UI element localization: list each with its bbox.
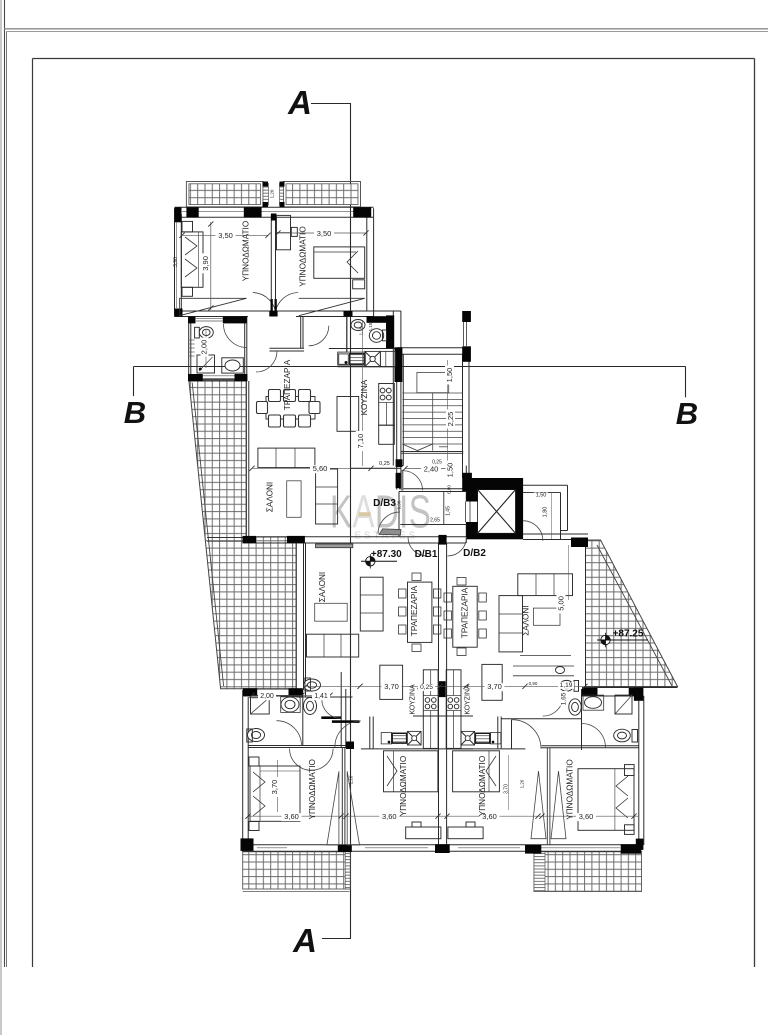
svg-text:3,60: 3,60 bbox=[579, 812, 594, 821]
svg-text:B: B bbox=[676, 396, 698, 431]
svg-text:3,50: 3,50 bbox=[218, 231, 233, 240]
svg-text:3,60: 3,60 bbox=[382, 812, 397, 821]
svg-text:2,65: 2,65 bbox=[430, 518, 440, 524]
svg-text:3,60: 3,60 bbox=[482, 812, 497, 821]
svg-text:1,26: 1,26 bbox=[349, 775, 354, 784]
svg-text:1,80: 1,80 bbox=[543, 507, 549, 518]
svg-text:2,00: 2,00 bbox=[260, 693, 274, 700]
svg-text:ΤΡΑΠΕΖΑΡΙΑ: ΤΡΑΠΕΖΑΡΙΑ bbox=[461, 587, 470, 638]
svg-text:1,65: 1,65 bbox=[561, 692, 568, 705]
svg-text:1,50: 1,50 bbox=[446, 463, 455, 478]
svg-text:ΚΟΥΖΙΝΑ: ΚΟΥΖΙΝΑ bbox=[410, 684, 417, 715]
svg-text:5,00: 5,00 bbox=[557, 596, 566, 611]
svg-text:5,60: 5,60 bbox=[313, 464, 328, 473]
svg-text:2,00: 2,00 bbox=[200, 340, 209, 355]
svg-text:0,25: 0,25 bbox=[379, 461, 390, 467]
svg-text:ΤΡΑΠΕΖΑΡΙΑ: ΤΡΑΠΕΖΑΡΙΑ bbox=[283, 359, 292, 410]
svg-text:2,40: 2,40 bbox=[424, 464, 439, 473]
svg-text:D/B2: D/B2 bbox=[463, 548, 486, 559]
svg-text:A: A bbox=[292, 922, 317, 959]
svg-text:ΥΠΝΟΔΩΜΑΤΙΟ: ΥΠΝΟΔΩΜΑΤΙΟ bbox=[478, 756, 487, 816]
svg-text:0,25: 0,25 bbox=[432, 460, 442, 466]
svg-text:1,19: 1,19 bbox=[560, 682, 573, 689]
svg-text:3,70: 3,70 bbox=[270, 780, 279, 795]
svg-text:ΤΡΑΠΕΖΑΡΙΑ: ΤΡΑΠΕΖΑΡΙΑ bbox=[410, 585, 419, 636]
svg-text:1,41: 1,41 bbox=[314, 693, 328, 700]
svg-text:3,90: 3,90 bbox=[201, 256, 210, 271]
svg-text:B: B bbox=[124, 395, 146, 430]
svg-text:ΣΑΛΟΝΙ: ΣΑΛΟΝΙ bbox=[266, 482, 275, 512]
svg-text:0,25: 0,25 bbox=[420, 684, 433, 691]
svg-text:D/B3: D/B3 bbox=[373, 498, 396, 509]
svg-text:3,70: 3,70 bbox=[384, 682, 399, 691]
svg-text:1,50: 1,50 bbox=[536, 492, 547, 498]
svg-text:1,20: 1,20 bbox=[270, 189, 275, 198]
svg-text:3,60: 3,60 bbox=[284, 812, 299, 821]
svg-text:0,90: 0,90 bbox=[529, 681, 538, 686]
svg-text:0,90: 0,90 bbox=[447, 485, 452, 494]
svg-text:3,50: 3,50 bbox=[317, 229, 332, 238]
svg-text:3,70: 3,70 bbox=[504, 784, 510, 794]
svg-text:ESTATES: ESTATES bbox=[355, 530, 419, 542]
svg-text:2,25: 2,25 bbox=[446, 412, 455, 427]
svg-text:0,90: 0,90 bbox=[397, 500, 402, 509]
svg-text:1,15: 1,15 bbox=[359, 326, 364, 335]
svg-text:ΥΠΝΟΔΩΜΑΤΙΟ: ΥΠΝΟΔΩΜΑΤΙΟ bbox=[242, 221, 251, 281]
svg-text:ΚΟΥΖΙΝΑ: ΚΟΥΖΙΝΑ bbox=[360, 379, 369, 415]
svg-text:ΣΑΛΟΝΙ: ΣΑΛΟΝΙ bbox=[318, 572, 327, 602]
svg-text:+87.25: +87.25 bbox=[613, 629, 644, 640]
svg-text:1,45: 1,45 bbox=[445, 506, 451, 516]
svg-text:7,10: 7,10 bbox=[356, 434, 365, 449]
svg-text:D/B1: D/B1 bbox=[415, 549, 438, 560]
svg-text:ΣΑΛΟΝΙ: ΣΑΛΟΝΙ bbox=[522, 605, 531, 635]
svg-text:1,15: 1,15 bbox=[368, 322, 373, 331]
svg-text:1,26: 1,26 bbox=[520, 779, 525, 788]
svg-text:ΥΠΝΟΔΩΜΑΤΙΟ: ΥΠΝΟΔΩΜΑΤΙΟ bbox=[308, 759, 317, 819]
svg-text:ΥΠΝΟΔΩΜΑΤΙΟ: ΥΠΝΟΔΩΜΑΤΙΟ bbox=[566, 759, 575, 819]
svg-text:ΥΠΝΟΔΩΜΑΤΙΟ: ΥΠΝΟΔΩΜΑΤΙΟ bbox=[299, 226, 308, 286]
svg-text:1,50: 1,50 bbox=[445, 368, 454, 383]
svg-text:A: A bbox=[287, 84, 312, 121]
svg-text:ΥΠΝΟΔΩΜΑΤΙΟ: ΥΠΝΟΔΩΜΑΤΙΟ bbox=[399, 756, 408, 816]
svg-text:3,90: 3,90 bbox=[173, 257, 179, 267]
svg-text:3,70: 3,70 bbox=[487, 682, 502, 691]
svg-text:ΚΟΥΖΙΝΑ: ΚΟΥΖΙΝΑ bbox=[465, 684, 472, 715]
svg-text:+87.30: +87.30 bbox=[371, 549, 402, 560]
